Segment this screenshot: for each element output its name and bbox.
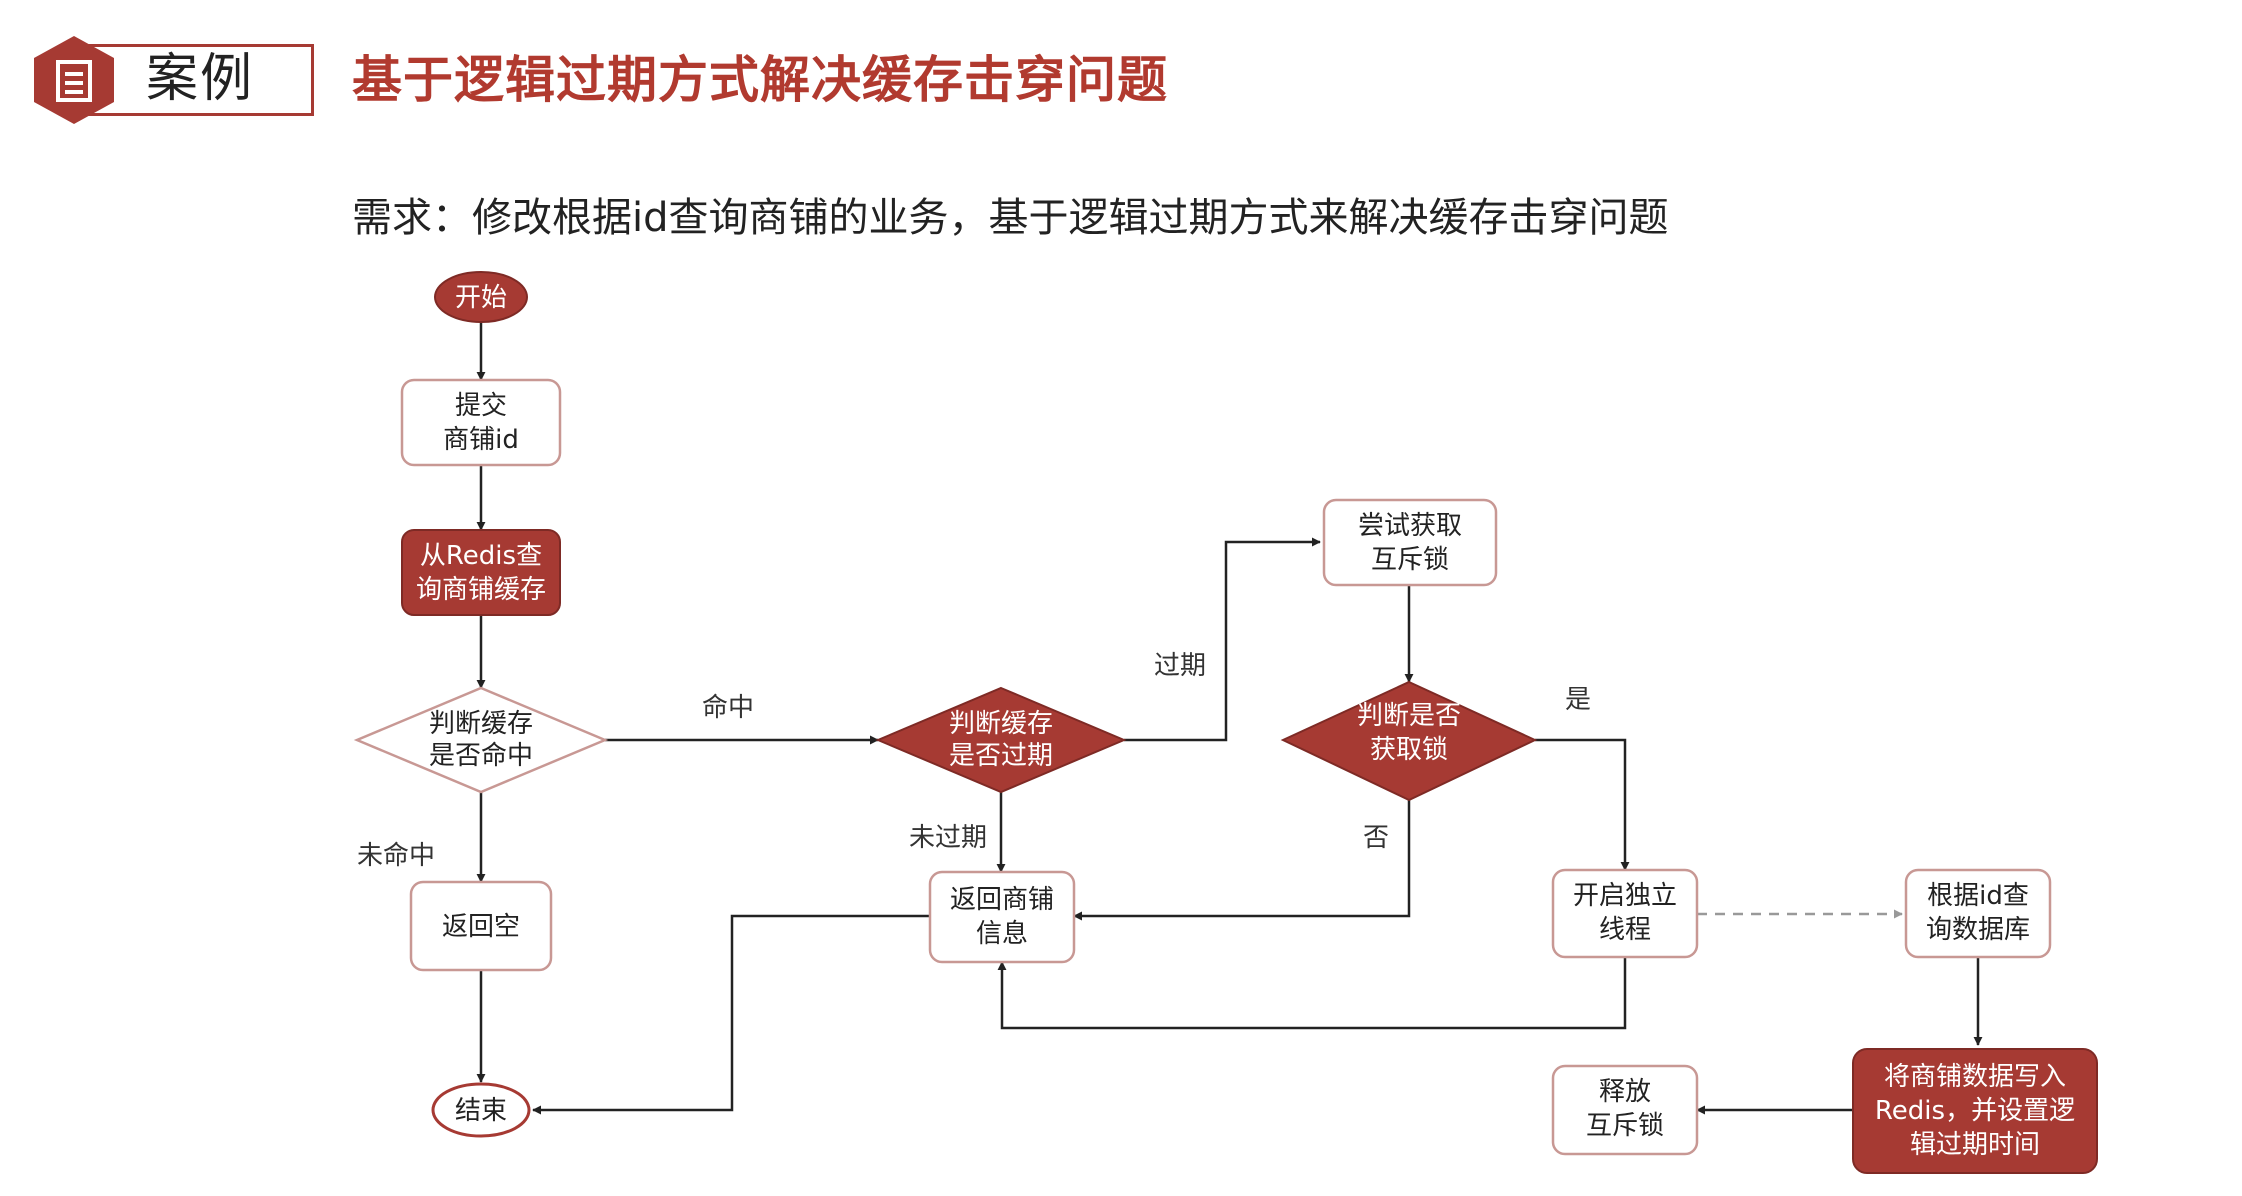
svg-text:是否命中: 是否命中 — [429, 741, 533, 771]
svg-text:获取锁: 获取锁 — [1370, 735, 1448, 765]
label-expired: 过期 — [1154, 651, 1206, 681]
svg-text:商铺id: 商铺id — [443, 425, 519, 455]
svg-text:信息: 信息 — [976, 919, 1028, 949]
svg-text:结束: 结束 — [455, 1096, 507, 1126]
svg-text:判断缓存: 判断缓存 — [429, 709, 533, 739]
edge-lock-no — [1073, 800, 1411, 921]
node-try-acquire-lock: 尝试获取 互斥锁 — [1322, 498, 1498, 587]
node-query-database: 根据id查 询数据库 — [1904, 868, 2052, 959]
node-return-shop-info: 返回商铺 信息 — [928, 870, 1076, 964]
badge-label: 案例 — [146, 49, 255, 109]
node-start: 开始 — [434, 271, 528, 323]
svg-text:开始: 开始 — [455, 283, 507, 313]
badge-frame — [82, 44, 314, 116]
label-miss: 未命中 — [357, 841, 435, 871]
svg-text:互斥锁: 互斥锁 — [1371, 545, 1449, 575]
svg-text:提交: 提交 — [455, 391, 507, 421]
svg-text:开启独立: 开启独立 — [1573, 881, 1677, 911]
edge-thread-return — [997, 957, 1627, 1030]
svg-text:线程: 线程 — [1599, 915, 1651, 945]
svg-text:Redis，并设置逻: Redis，并设置逻 — [1875, 1096, 2075, 1126]
label-not-expired: 未过期 — [909, 823, 987, 853]
node-check-expired: 判断缓存 是否过期 — [875, 686, 1127, 794]
node-check-lock-acquired: 判断是否 获取锁 — [1280, 680, 1538, 802]
svg-text:根据id查: 根据id查 — [1927, 881, 2029, 911]
edge-lock-yes — [1535, 738, 1630, 871]
node-return-null: 返回空 — [409, 880, 553, 972]
svg-text:从Redis查: 从Redis查 — [420, 541, 542, 571]
label-yes: 是 — [1565, 685, 1591, 715]
node-submit-shop-id: 提交 商铺id — [400, 378, 562, 467]
svg-text:尝试获取: 尝试获取 — [1358, 511, 1462, 541]
edge-expired — [1124, 537, 1321, 742]
document-icon — [34, 36, 114, 124]
node-write-redis: 将商铺数据写入 Redis，并设置逻 辑过期时间 — [1852, 1048, 2098, 1174]
node-start-thread: 开启独立 线程 — [1551, 868, 1699, 959]
svg-text:释放: 释放 — [1599, 1077, 1651, 1107]
svg-text:是否过期: 是否过期 — [949, 741, 1053, 771]
node-release-lock: 释放 互斥锁 — [1551, 1064, 1699, 1156]
requirement-text: 需求：修改根据id查询商铺的业务，基于逻辑过期方式来解决缓存击穿问题 — [352, 195, 1669, 241]
svg-text:返回空: 返回空 — [442, 912, 520, 942]
label-no: 否 — [1363, 823, 1389, 853]
svg-text:判断是否: 判断是否 — [1357, 701, 1461, 731]
svg-text:辑过期时间: 辑过期时间 — [1910, 1130, 2040, 1160]
node-check-cache-hit: 判断缓存 是否命中 — [353, 686, 609, 794]
svg-text:判断缓存: 判断缓存 — [949, 709, 1053, 739]
label-hit: 命中 — [702, 693, 754, 723]
svg-text:返回商铺: 返回商铺 — [950, 885, 1054, 915]
svg-text:询商铺缓存: 询商铺缓存 — [416, 575, 546, 605]
svg-text:互斥锁: 互斥锁 — [1586, 1111, 1664, 1141]
svg-text:将商铺数据写入: 将商铺数据写入 — [1884, 1062, 2066, 1092]
edge-return-end — [532, 914, 930, 1115]
svg-text:询数据库: 询数据库 — [1926, 915, 2030, 945]
node-end: 结束 — [431, 1082, 531, 1138]
page-title: 基于逻辑过期方式解决缓存击穿问题 — [352, 51, 1168, 109]
case-badge: 案例 — [30, 34, 314, 124]
node-query-redis: 从Redis查 询商铺缓存 — [401, 529, 561, 616]
